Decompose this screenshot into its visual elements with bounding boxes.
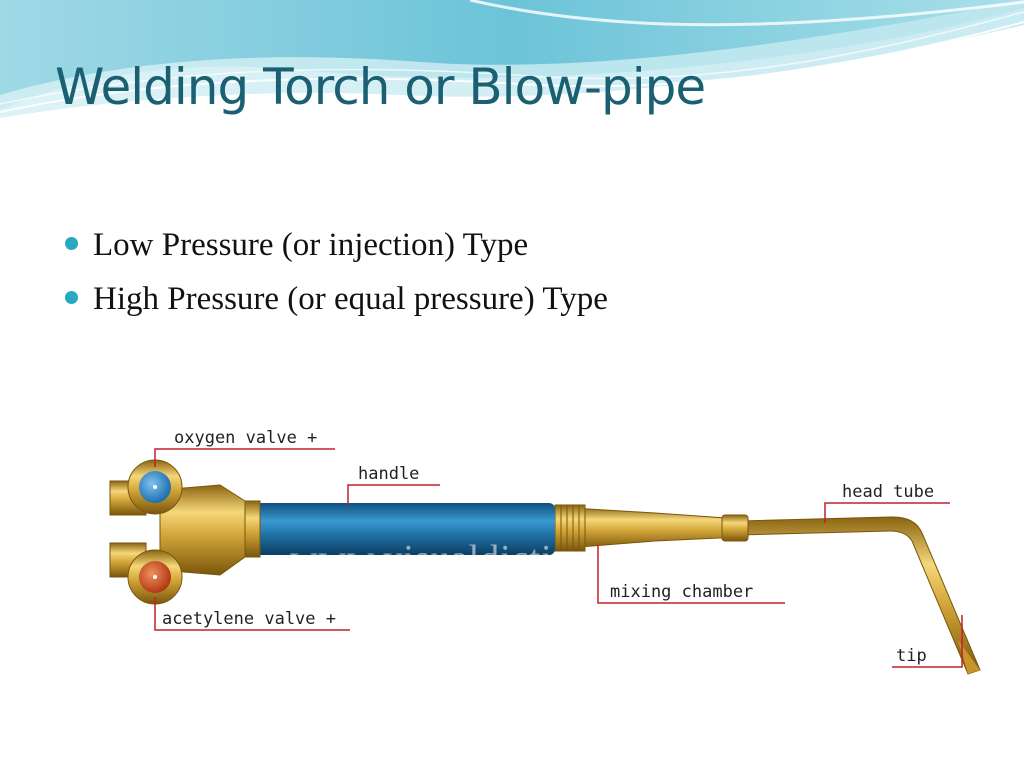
callout-mixing-chamber: mixing chamber (597, 545, 785, 604)
header-wave-decoration (0, 0, 1024, 118)
callout-oxygen-valve: oxygen valve + (154, 428, 335, 467)
mixing-chamber-label: mixing chamber (610, 582, 753, 602)
acetylene-valve-knob (127, 549, 183, 605)
bullet-item: Low Pressure (or injection) Type (64, 222, 608, 276)
bullet-text: High Pressure (or equal pressure) Type (93, 281, 608, 317)
acetylene-valve-label: acetylene valve + (162, 609, 336, 629)
bullet-text: Low Pressure (or injection) Type (93, 227, 529, 263)
bullet-icon (65, 237, 78, 250)
tip-label: tip (896, 646, 927, 666)
bullet-list: Low Pressure (or injection) Type High Pr… (64, 222, 608, 330)
bullet-icon (65, 291, 78, 304)
chamber-nut (721, 514, 749, 542)
torch-handle (255, 503, 555, 555)
watermark: www.visualdictionaryonline.com (290, 538, 824, 580)
callout-handle: handle (347, 464, 440, 505)
torch-tip (958, 640, 980, 674)
knurled-ring (554, 504, 586, 552)
callout-acetylene-valve: acetylene valve + (154, 597, 350, 631)
callout-tip: tip (892, 615, 963, 668)
bullet-item: High Pressure (or equal pressure) Type (64, 276, 608, 330)
oxygen-valve-knob (127, 459, 183, 515)
welding-torch-diagram: www.visualdictionaryonline.com oxygen va… (109, 428, 981, 675)
slide-title: Welding Torch or Blow-pipe (55, 58, 706, 116)
content-panel (33, 197, 993, 682)
handle-label: handle (358, 464, 419, 484)
head-tube-label: head tube (842, 482, 934, 502)
oxygen-valve-label: oxygen valve + (174, 428, 317, 448)
callout-head-tube: head tube (824, 482, 950, 523)
